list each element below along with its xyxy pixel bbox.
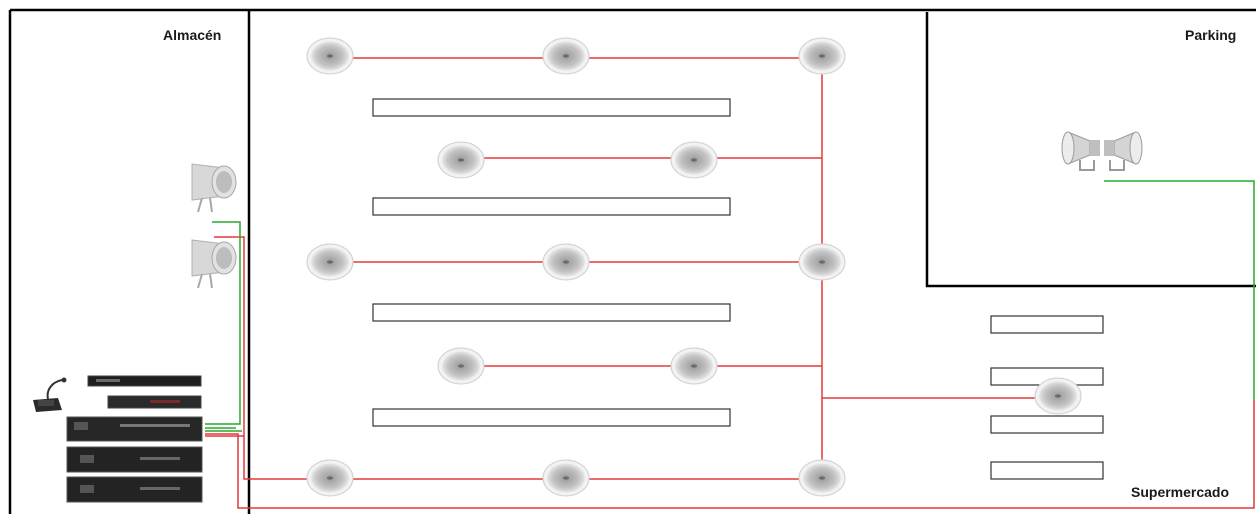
shelf [990, 315, 1104, 334]
parking-zone-border [925, 12, 1256, 288]
amplifier-rack-icon [87, 375, 202, 387]
shelf [990, 461, 1104, 480]
equipment-rack [33, 375, 203, 503]
zone-label-supermercado: Supermercado [1131, 484, 1230, 500]
paging-microphone-icon [33, 377, 67, 412]
zone-label-parking: Parking [1185, 27, 1237, 43]
parking-horn-speakers [1061, 131, 1143, 171]
building-outline [8, 8, 1256, 514]
ceiling-speaker-icon [437, 141, 485, 179]
signal-wiring [205, 180, 1255, 432]
parking-horn-signal [1104, 180, 1255, 400]
shelf [372, 197, 731, 216]
almacen-projector-speakers [191, 163, 237, 289]
ceiling-speaker-icon [1034, 377, 1082, 415]
ceiling-speaker-icon [542, 459, 590, 497]
ceiling-speaker-icon [437, 347, 485, 385]
shelf [372, 303, 731, 322]
shelving-racks [372, 98, 1104, 480]
projector-speaker-icon [191, 239, 237, 289]
zone-label-almacen: Almacén [163, 27, 222, 43]
ceiling-speaker-icon [670, 347, 718, 385]
shelf [372, 98, 731, 117]
ceiling-speaker-icon [670, 141, 718, 179]
ceiling-speaker-icon [306, 37, 354, 75]
amplifier-rack-icon [66, 416, 203, 442]
horn-speaker-icon [1103, 131, 1143, 171]
ceiling-speaker-icon [798, 243, 846, 281]
ceiling-speaker-icon [306, 243, 354, 281]
speaker-wiring [205, 57, 1255, 509]
projector-speaker-icon [191, 163, 237, 213]
amp-to-perimeter-line [205, 400, 1255, 509]
ceiling-speaker-icon [306, 459, 354, 497]
almacen-projector-signal [205, 221, 241, 425]
shelf [372, 408, 731, 427]
ceiling-speaker-icon [798, 37, 846, 75]
shelf [990, 415, 1104, 434]
almacen-projector-feed [214, 236, 248, 480]
ceiling-speaker-icon [542, 37, 590, 75]
horn-speaker-icon [1061, 131, 1101, 171]
ceiling-speaker-icon [798, 459, 846, 497]
ceiling-speaker-icon [542, 243, 590, 281]
